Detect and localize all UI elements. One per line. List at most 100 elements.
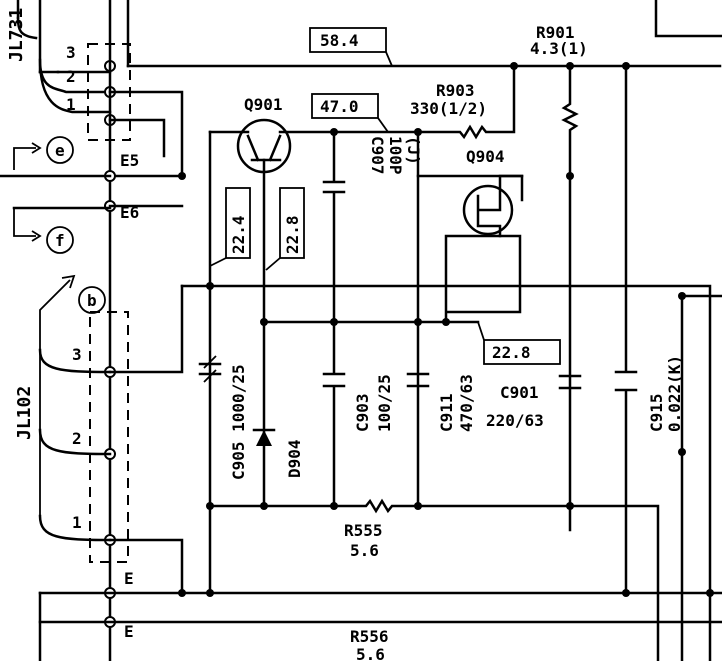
node-264-322 <box>260 318 268 326</box>
ref-e-label: e <box>55 141 65 160</box>
node-446-322 <box>442 318 450 326</box>
ref-e-arrow <box>13 147 36 170</box>
voltage-47-0-text: 47.0 <box>320 97 359 116</box>
jl102-fan-wires <box>38 348 112 542</box>
ref-e-circle <box>46 136 74 164</box>
c905-polarity <box>203 355 217 383</box>
node-418-322 <box>414 318 422 326</box>
node-626-593 <box>622 589 630 597</box>
resistor-r903: R903 330(1/2) <box>410 64 516 140</box>
voltage-47-0-box <box>311 93 379 119</box>
voltage-22-8-lead <box>265 257 281 271</box>
c905-plates <box>198 362 222 376</box>
jl731-pin1-stub <box>108 118 166 158</box>
q904-body <box>462 184 514 236</box>
c911-value: 470/63 <box>457 374 476 432</box>
e5-node <box>178 172 186 180</box>
transistor-q904: Q904 <box>416 130 524 508</box>
e-label-a: E <box>124 569 134 588</box>
connector-jl102: JL102 3 2 1 <box>14 311 129 563</box>
voltage-58-4-lead <box>385 51 393 67</box>
q904-label: Q904 <box>466 147 505 166</box>
voltage-22-8h-text: 22.8 <box>492 343 531 362</box>
c907-value: 100P <box>386 136 405 175</box>
q901-leads <box>246 134 282 162</box>
capacitor-c905: C905 1000/25 <box>198 355 248 480</box>
voltage-22-4-box <box>225 187 251 259</box>
voltage-22-4-lead <box>209 257 227 267</box>
q904-loop <box>444 234 522 324</box>
jl731-pin3-label: 3 <box>66 43 76 62</box>
capacitor-c907: C907 100P (J) <box>322 130 423 324</box>
ref-f-label: f <box>55 231 65 250</box>
c907-body <box>322 130 346 324</box>
r903-resistor-body <box>416 64 516 140</box>
voltage-22-8-horizontal: 22.8 <box>477 321 561 365</box>
node-570-506 <box>566 502 574 510</box>
c901-plates <box>558 374 582 390</box>
r555-value: 5.6 <box>350 541 379 560</box>
jl102-housing <box>89 311 129 563</box>
jl731-label: JL731 <box>6 8 27 62</box>
c903-name: C903 <box>353 393 372 432</box>
r556-value: 5.6 <box>356 645 385 661</box>
ref-f-circle <box>46 226 74 254</box>
voltage-22-4: 22.4 <box>209 187 251 267</box>
ref-e: e <box>0 136 112 178</box>
voltage-47-0-lead <box>377 117 389 133</box>
node-418-506 <box>414 502 422 510</box>
c901-name: C901 <box>500 383 539 402</box>
jl731-pin1-label: 1 <box>66 95 76 114</box>
ref-f-arrowhead <box>31 230 42 242</box>
c903-value: 100/25 <box>375 374 394 432</box>
diode-d904: D904 <box>252 428 304 478</box>
c915-value: 0.022(K) <box>665 355 684 432</box>
top-right-wire <box>654 0 722 38</box>
rail-to-jl102-pin3 <box>108 284 184 374</box>
ref-f: f <box>12 206 112 254</box>
voltage-58-4-text: 58.4 <box>320 31 359 50</box>
ref-b: b <box>39 274 106 520</box>
c915-plates <box>614 370 638 392</box>
ref-f-arrow <box>13 208 36 237</box>
capacitor-c901: C901 220/63 <box>486 374 582 430</box>
jl102-pin2-label: 2 <box>72 429 82 448</box>
jl731-wire-bend <box>16 16 38 40</box>
voltage-22-8-box <box>279 187 305 259</box>
r903-name: R903 <box>436 81 475 100</box>
e6-label: E6 <box>120 203 139 222</box>
d904-label: D904 <box>285 439 304 478</box>
jl102-pin1-label: 1 <box>72 513 82 532</box>
voltage-22-8h-box <box>483 339 561 365</box>
resistor-r555: R555 5.6 <box>344 521 383 560</box>
ref-e-arrowhead <box>31 142 42 154</box>
r901-resistor-body <box>561 64 579 532</box>
node-710-593 <box>706 589 714 597</box>
jl731-pin2-loop <box>108 90 184 178</box>
terminal-e5-e6: E5 E6 <box>104 151 186 222</box>
node-264-506 <box>260 502 268 510</box>
ref-b-label: b <box>87 291 97 310</box>
voltage-58-4-box <box>309 27 387 53</box>
voltage-47-0: 47.0 <box>311 93 389 133</box>
voltage-22-8-vertical: 22.8 <box>265 187 305 271</box>
r901-name: R901 <box>536 23 575 42</box>
r901-value: 4.3(1) <box>530 39 588 58</box>
node-210-286 <box>206 282 214 290</box>
c907-tol: (J) <box>404 136 423 165</box>
node-210-593 <box>206 589 214 597</box>
e-label-b: E <box>124 622 134 641</box>
rail-286-wire <box>180 284 712 661</box>
ref-b-arrow <box>39 279 71 520</box>
voltage-58-4: 58.4 <box>309 27 393 67</box>
node-210-506 <box>206 502 214 510</box>
c901-value: 220/63 <box>486 411 544 430</box>
jl102-pin1-wire <box>108 538 184 595</box>
resistor-r901: R901 4.3(1) <box>530 23 588 58</box>
capacitor-c911: C911 470/63 <box>406 372 476 432</box>
c915-name: C915 <box>647 393 666 432</box>
c911-plates <box>406 372 430 388</box>
voltage-22-4-text: 22.4 <box>229 215 248 254</box>
q901-label: Q901 <box>244 95 283 114</box>
capacitor-c915: C915 0.022(K) <box>614 355 684 432</box>
